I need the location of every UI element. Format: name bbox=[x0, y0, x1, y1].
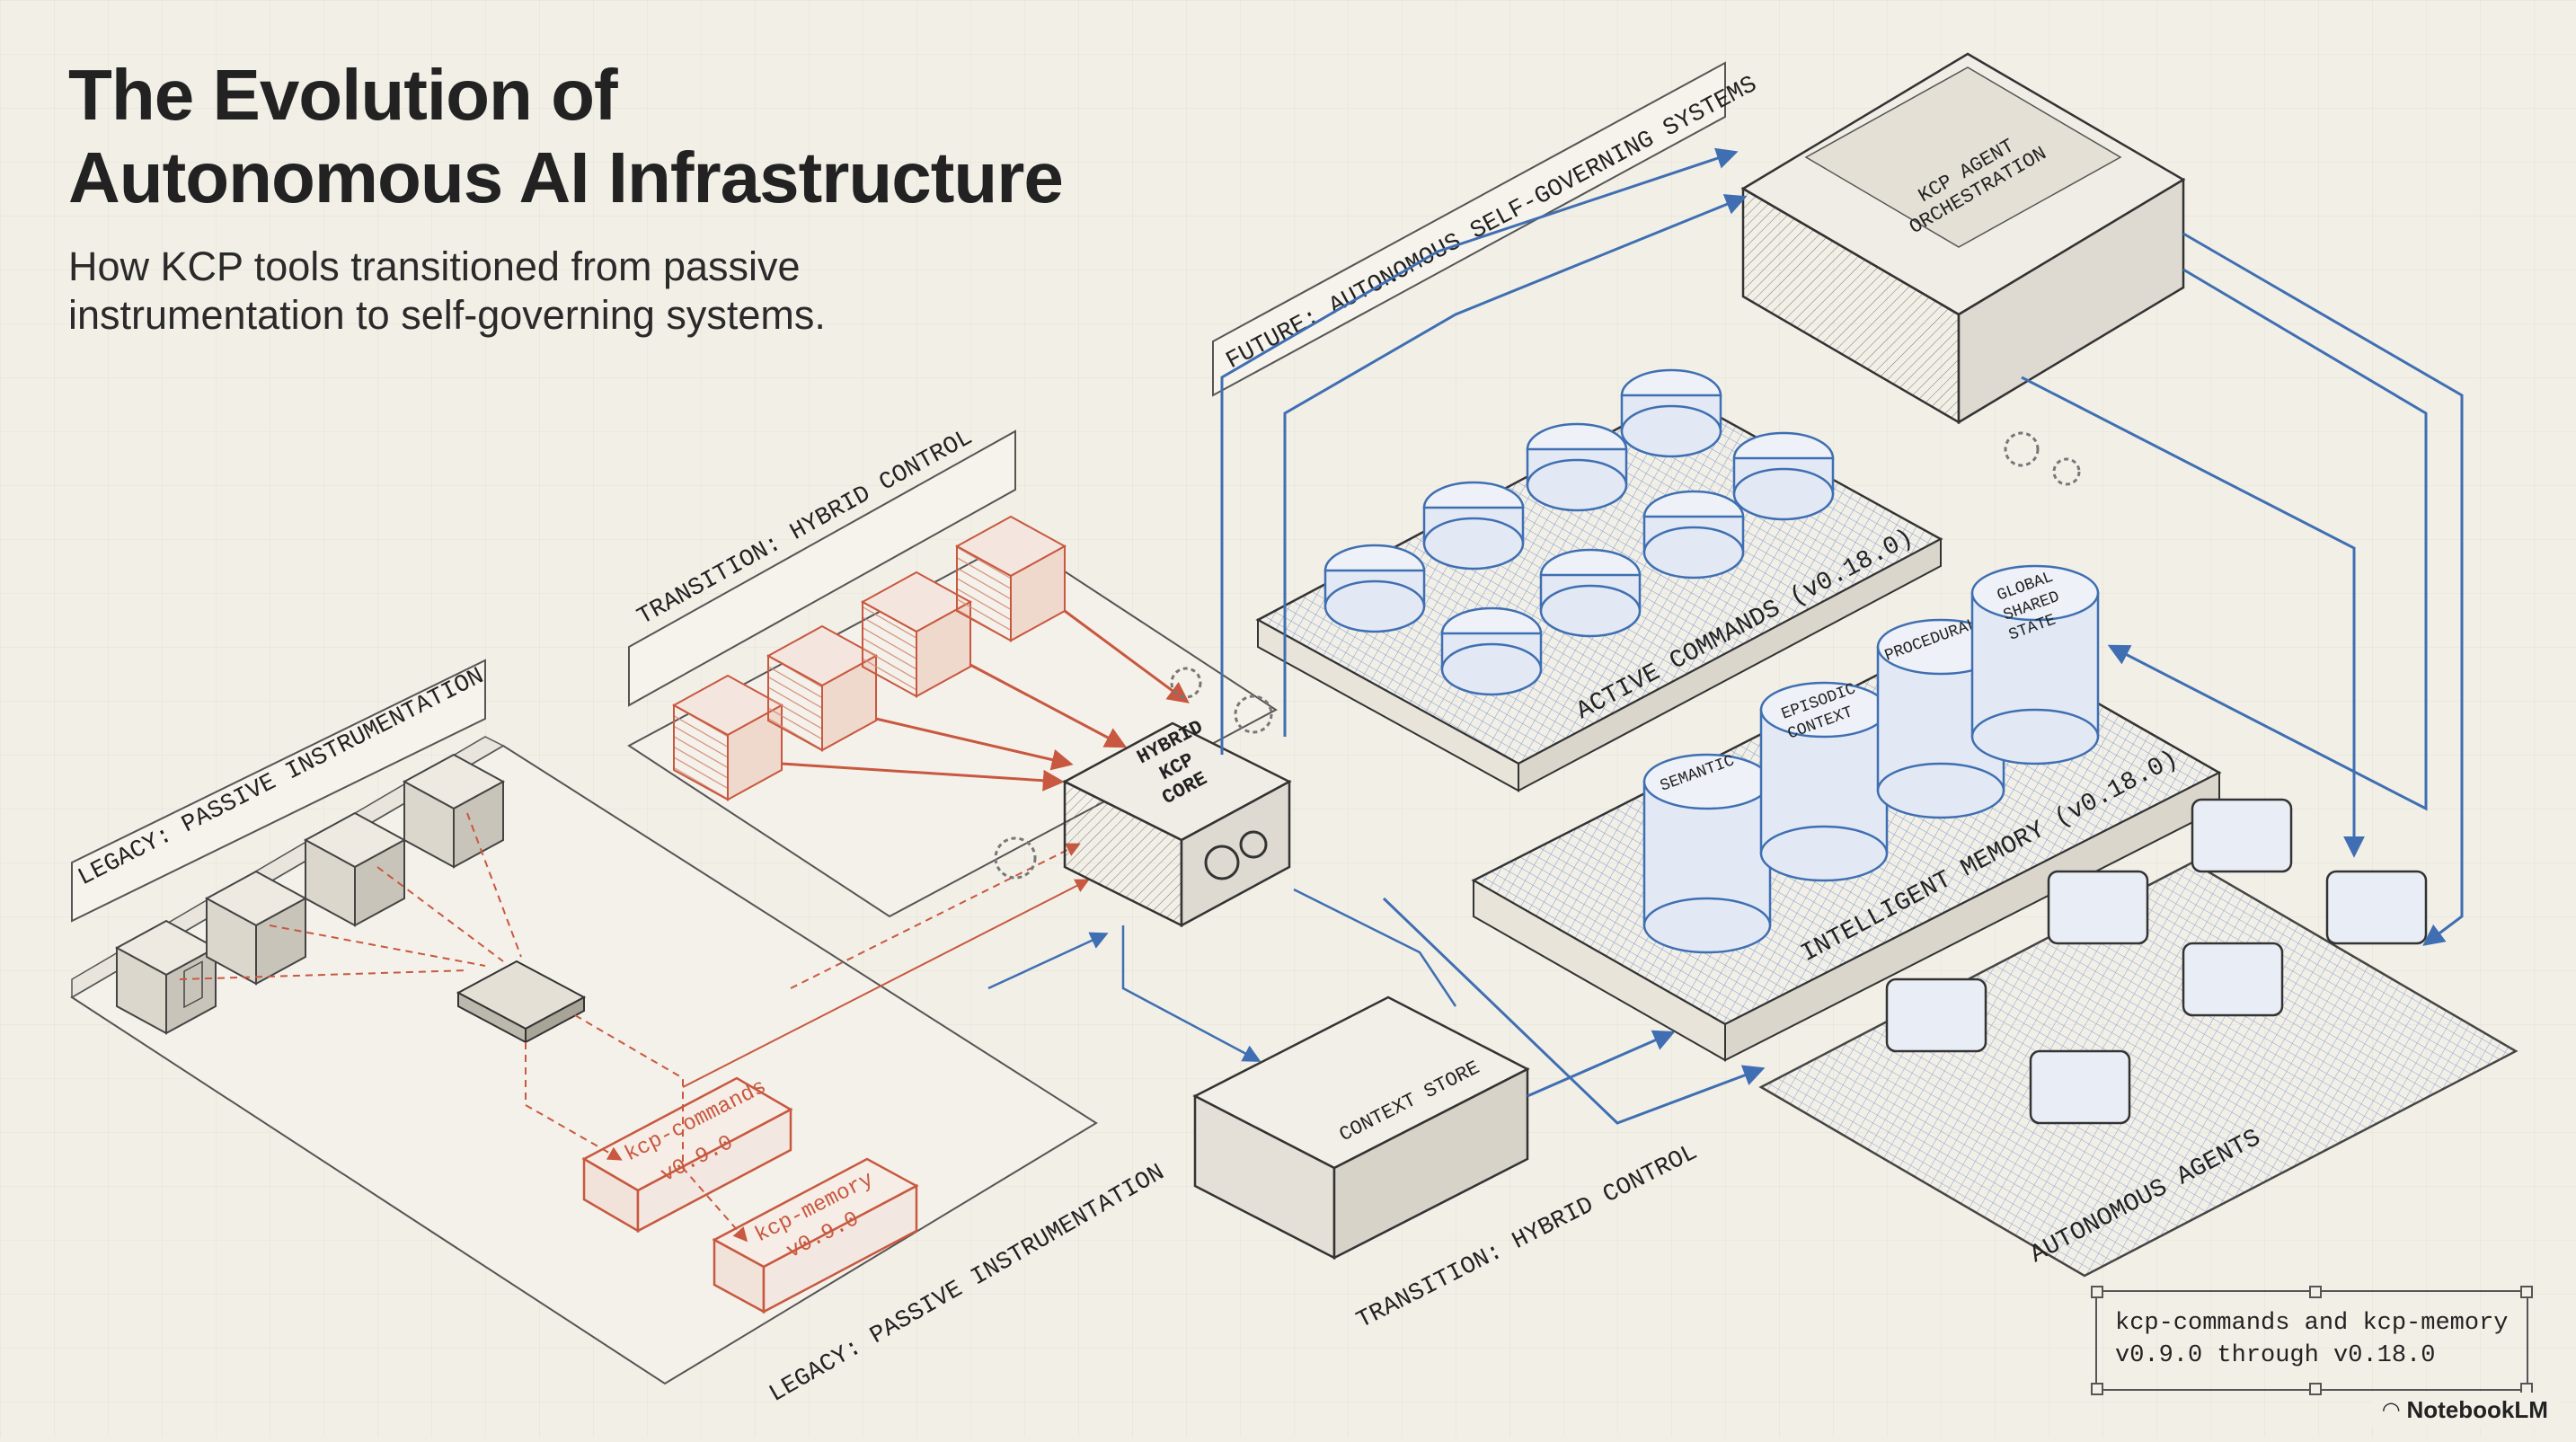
gear-icon bbox=[994, 836, 1037, 880]
legacy-server-1 bbox=[114, 919, 218, 1035]
selection-handle bbox=[2309, 1383, 2322, 1395]
gear-icon bbox=[2052, 457, 2081, 486]
agent-robots bbox=[1885, 798, 2428, 1125]
legacy-server-4 bbox=[402, 753, 506, 869]
gear-icon bbox=[2004, 431, 2040, 467]
memory-cylinder-episodic: EPISODIC CONTEXT bbox=[1759, 680, 1889, 882]
notebooklm-label: NotebookLM bbox=[2406, 1395, 2548, 1423]
context-store: CONTEXT STORE bbox=[1192, 995, 1530, 1261]
caption-line-2: v0.9.0 through v0.18.0 bbox=[2115, 1342, 2436, 1369]
caption-line-1: kcp-commands and kcp-memory bbox=[2115, 1310, 2509, 1337]
subtitle-line-1: How KCP tools transitioned from passive bbox=[68, 243, 801, 289]
notebooklm-badge: ◠ NotebookLM bbox=[2372, 1393, 2559, 1427]
selection-handle bbox=[2520, 1286, 2533, 1298]
memory-cylinder-semantic: SEMANTIC bbox=[1642, 752, 1772, 954]
selection-handle bbox=[2309, 1286, 2322, 1298]
hybrid-kcp-core: HYBRID KCP CORE bbox=[1062, 716, 1292, 928]
legacy-server-3 bbox=[303, 811, 407, 927]
gear-icon bbox=[1170, 667, 1202, 699]
title-line-2: Autonomous AI Infrastructure bbox=[68, 137, 1064, 217]
page-subtitle: How KCP tools transitioned from passive … bbox=[68, 243, 967, 340]
page-title: The Evolution of Autonomous AI Infrastru… bbox=[68, 54, 1064, 219]
gear-icon bbox=[1234, 694, 1273, 734]
notebooklm-logo-icon: ◠ bbox=[2383, 1397, 2400, 1422]
transition-server-4 bbox=[954, 515, 1067, 642]
subtitle-line-2: instrumentation to self-governing system… bbox=[68, 292, 826, 338]
kcp-agent-orchestration: KCP AGENT ORCHESTRATION bbox=[1740, 52, 2186, 425]
memory-cylinder-global: GLOBAL SHARED STATE bbox=[1970, 564, 2100, 765]
legacy-server-2 bbox=[204, 870, 308, 986]
legacy-hub bbox=[456, 960, 587, 1044]
transition-server-1 bbox=[671, 674, 784, 801]
selection-handle bbox=[2091, 1383, 2103, 1395]
title-line-1: The Evolution of bbox=[68, 55, 618, 135]
command-node bbox=[1323, 368, 1835, 696]
transition-server-2 bbox=[766, 624, 879, 752]
caption-box: kcp-commands and kcp-memory v0.9.0 throu… bbox=[2091, 1286, 2533, 1395]
selection-handle bbox=[2091, 1286, 2103, 1298]
transition-platform: TRANSITION: HYBRID CONTROL bbox=[627, 424, 1702, 1335]
transition-server-3 bbox=[860, 571, 973, 698]
